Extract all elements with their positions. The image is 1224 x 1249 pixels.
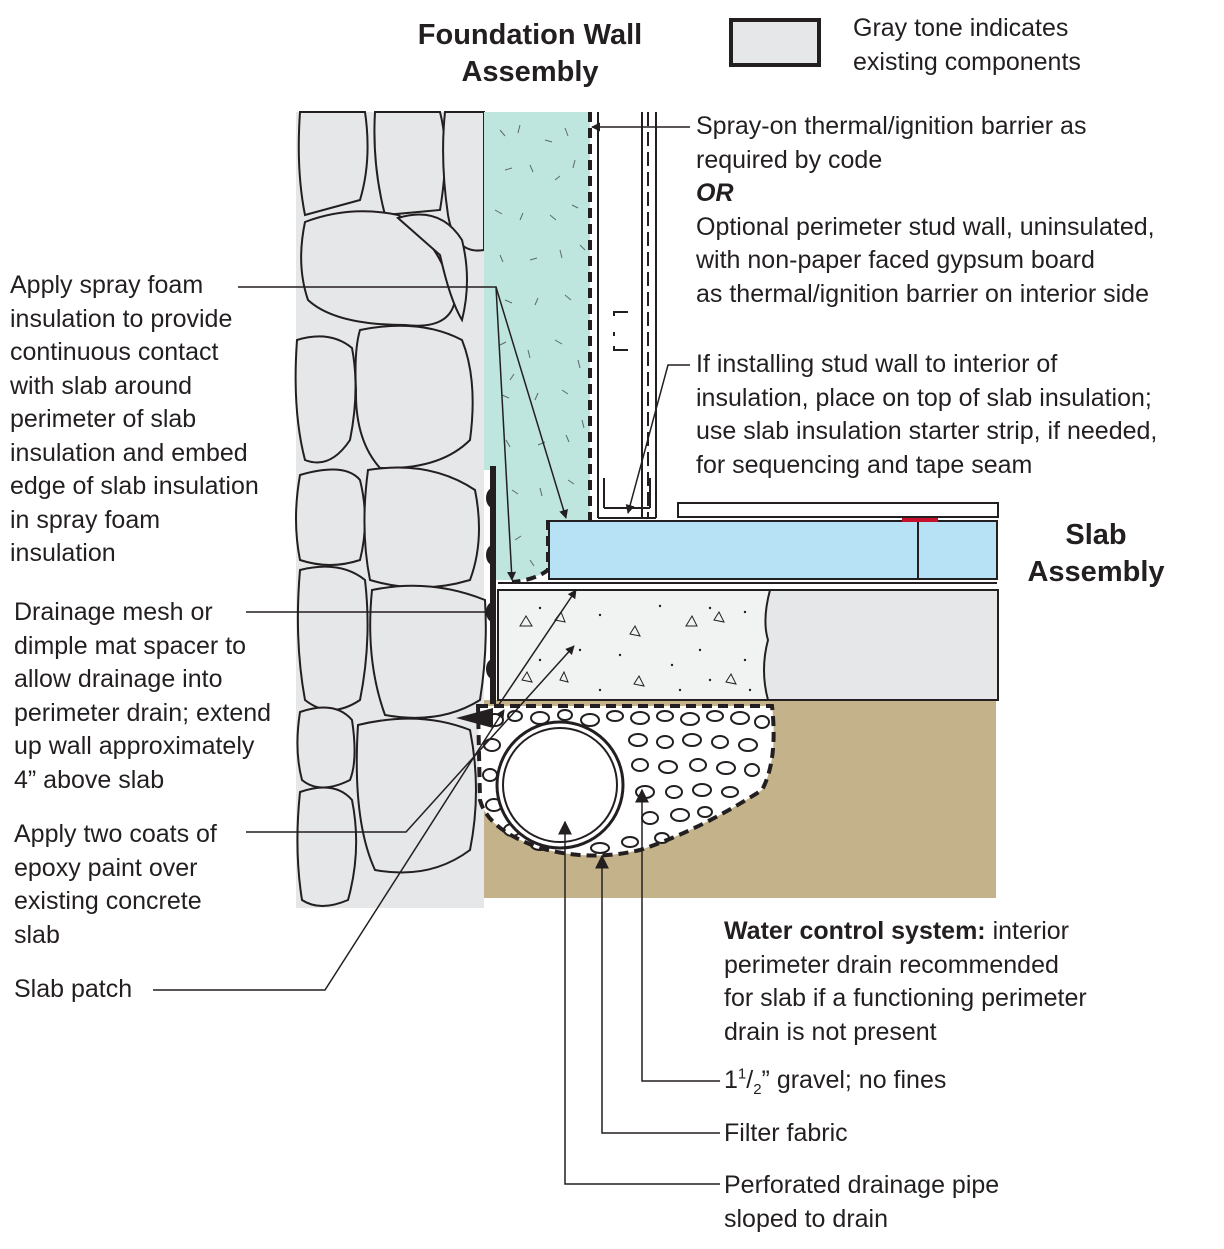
callout-rest: interior xyxy=(985,917,1070,945)
callout-line: Spray-on thermal/ignition barrier as xyxy=(696,112,1087,140)
callout-line: If installing stud wall to interior of xyxy=(696,350,1058,378)
callout-line: continuous contact xyxy=(10,338,219,366)
callout-line: as thermal/ignition barrier on interior … xyxy=(696,279,1149,308)
callout-line: insulation to provide xyxy=(10,304,233,333)
callout-bold: Water control system: xyxy=(724,917,986,945)
callout-line: perimeter drain; extend xyxy=(14,698,272,727)
title-line: Foundation Wall xyxy=(417,19,643,51)
gravel-whole: 1 xyxy=(724,1066,738,1094)
legend-line: Gray tone indicates xyxy=(853,14,1069,42)
callout-spray-barrier: Spray-on thermal/ignition barrier as req… xyxy=(696,110,1155,311)
slab-assembly-title: Slab Assembly xyxy=(1012,517,1180,591)
callout-line: with non-paper faced gypsum board xyxy=(696,246,1095,274)
callout-filter-fabric: Filter fabric xyxy=(724,1117,848,1151)
callout-line: edge of slab insulation xyxy=(10,472,259,500)
callout-epoxy: Apply two coats of epoxy paint over exis… xyxy=(14,818,217,952)
callout-line: Drainage mesh or xyxy=(14,598,213,626)
callout-line: for slab if a functioning perimeter xyxy=(724,984,1087,1012)
callout-line: Filter fabric xyxy=(724,1119,848,1147)
callout-line: 11/2” gravel; no fines xyxy=(724,1065,947,1098)
stud-wall xyxy=(597,112,657,519)
callout-line: insulation, place on top of slab insulat… xyxy=(696,383,1152,412)
title-line: Assembly xyxy=(461,56,599,88)
callout-slab-patch: Slab patch xyxy=(14,973,132,1007)
callout-line: Perforated drainage pipe xyxy=(724,1171,1000,1199)
legend-text: Gray tone indicates existing components xyxy=(853,12,1081,79)
existing-concrete-slab xyxy=(497,589,999,701)
drainage-mesh xyxy=(486,466,496,704)
callout-line: Apply spray foam xyxy=(10,271,204,299)
callout-line: drain is not present xyxy=(724,1017,937,1046)
callout-line: Water control system: interior xyxy=(724,915,1087,949)
callout-line: with slab around xyxy=(10,371,193,400)
callout-line: 4” above slab xyxy=(14,765,165,794)
gravel-rest: ” gravel; no fines xyxy=(761,1066,947,1094)
spray-foam-insulation xyxy=(484,112,592,584)
callout-line: perimeter of slab xyxy=(10,405,197,433)
callout-line: sloped to drain xyxy=(724,1204,889,1233)
legend-line: existing components xyxy=(853,47,1081,76)
callout-line: dimple mat spacer to xyxy=(14,631,247,660)
callout-line: epoxy paint over xyxy=(14,853,198,882)
callout-line: existing concrete xyxy=(14,887,202,915)
callout-drainage-mesh: Drainage mesh or dimple mat spacer to al… xyxy=(14,596,271,797)
callout-line: Optional perimeter stud wall, uninsulate… xyxy=(696,212,1155,241)
stone-foundation-wall xyxy=(294,111,487,908)
callout-line: insulation and embed xyxy=(10,438,248,467)
drainage-mesh-pointer xyxy=(456,708,493,728)
callout-line: in spray foam xyxy=(10,505,161,534)
callout-or: OR xyxy=(696,179,734,207)
legend-swatch xyxy=(729,18,821,67)
drainage-pipe xyxy=(495,720,625,850)
callout-stud-wall: If installing stud wall to interior of i… xyxy=(696,348,1157,482)
title-line: Slab xyxy=(1065,519,1127,551)
foundation-wall-assembly-title: Foundation Wall Assembly xyxy=(402,17,658,91)
callout-spray-foam: Apply spray foam insulation to provide c… xyxy=(10,269,259,571)
title-line: Assembly xyxy=(1027,556,1165,588)
slab-patch-leader xyxy=(497,589,577,707)
callout-water-control: Water control system: interior perimeter… xyxy=(724,915,1087,1049)
callout-gravel: 11/2” gravel; no fines xyxy=(724,1064,946,1098)
callout-line: Apply two coats of xyxy=(14,820,217,848)
callout-line: allow drainage into xyxy=(14,665,223,693)
gravel-num: 1 xyxy=(737,1065,747,1083)
callout-line: perimeter drain recommended xyxy=(724,950,1059,979)
callout-line: Slab patch xyxy=(14,975,133,1003)
callout-line: required by code xyxy=(696,145,883,174)
callout-pipe: Perforated drainage pipe sloped to drain xyxy=(724,1169,999,1236)
slab-insulation xyxy=(498,502,999,584)
callout-line: up wall approximately xyxy=(14,732,255,760)
callout-line: use slab insulation starter strip, if ne… xyxy=(696,417,1158,445)
gravel-den: 2 xyxy=(753,1081,762,1098)
callout-line: slab xyxy=(14,920,60,949)
callout-line: for sequencing and tape seam xyxy=(696,450,1033,479)
callout-line: insulation xyxy=(10,539,116,567)
leader-lines xyxy=(153,122,720,1185)
